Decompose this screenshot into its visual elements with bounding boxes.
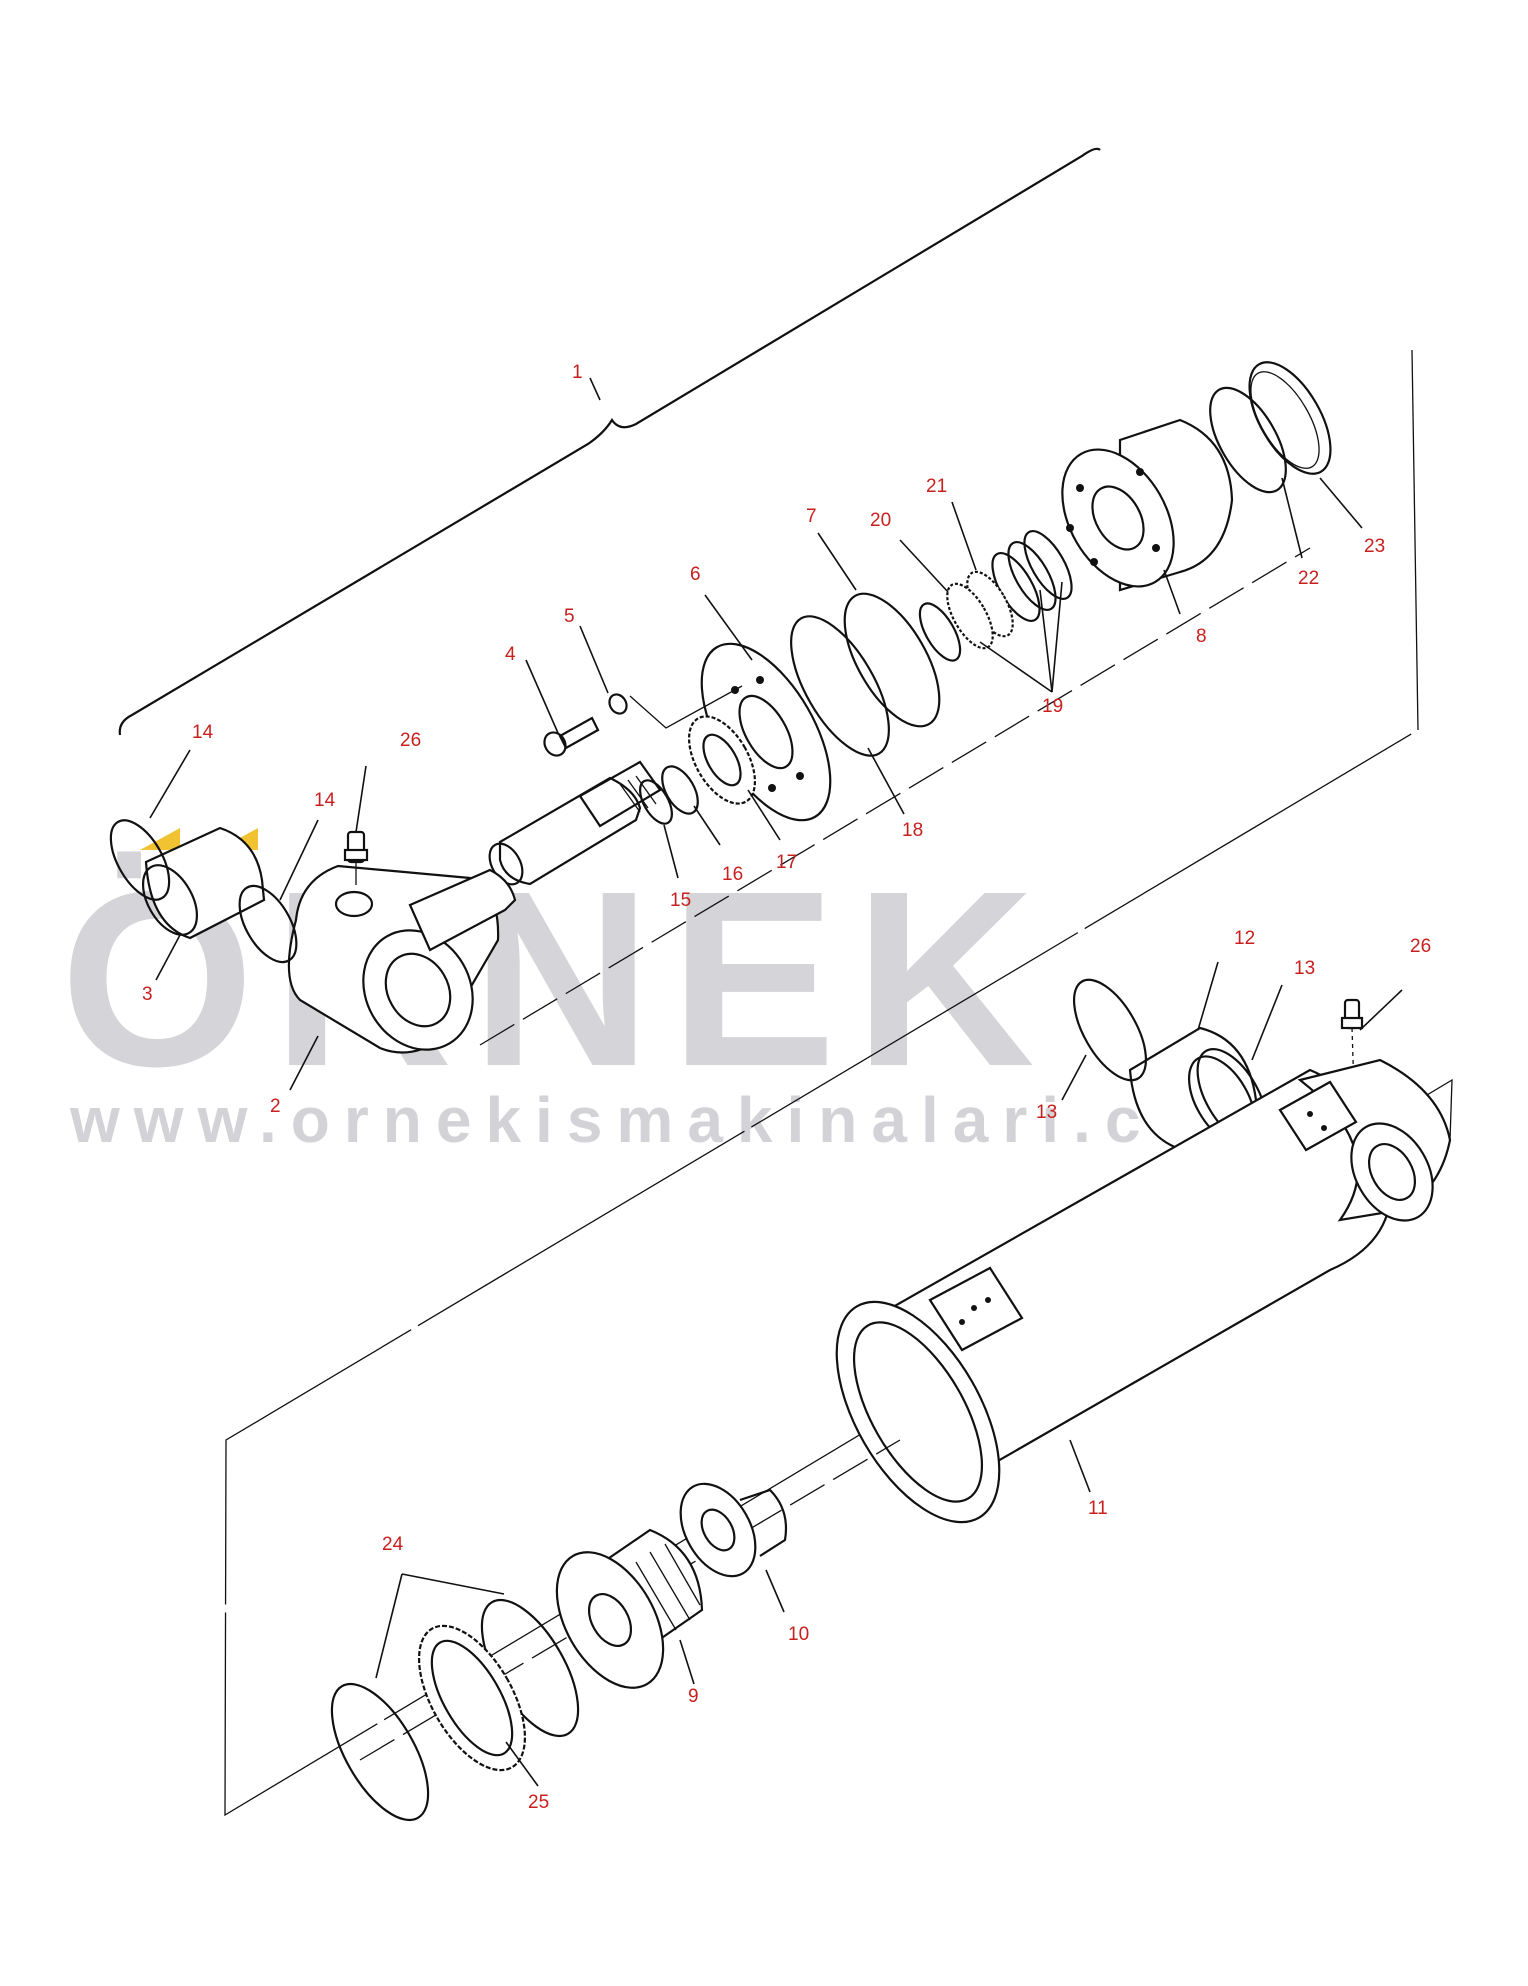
part-8-cylinder-head <box>1061 418 1234 592</box>
label-23: 23 <box>1364 536 1385 557</box>
label-13-right: 13 <box>1294 958 1315 979</box>
label-19: 19 <box>1042 696 1063 717</box>
label-4: 4 <box>505 644 516 665</box>
callout-labels: 1 2 3 4 5 6 7 8 9 10 11 12 13 13 14 14 1… <box>142 362 1431 1813</box>
label-21: 21 <box>926 476 947 497</box>
assembly-bracket <box>118 147 1101 736</box>
label-26-upper: 26 <box>400 730 421 751</box>
part-4-bolt <box>543 716 600 757</box>
label-2: 2 <box>270 1096 281 1117</box>
part-3-bushing-upper <box>141 826 266 940</box>
label-15: 15 <box>670 890 691 911</box>
label-8: 8 <box>1196 626 1207 647</box>
label-14-right: 14 <box>314 790 336 811</box>
label-10: 10 <box>788 1624 809 1645</box>
part-15-16-rings <box>639 765 699 825</box>
label-1: 1 <box>572 362 583 383</box>
part-23-ring <box>1248 361 1332 475</box>
label-18: 18 <box>902 820 923 841</box>
part-26-grease-fitting-upper <box>343 830 369 885</box>
part-14-rings-upper <box>109 819 298 964</box>
label-5: 5 <box>564 606 575 627</box>
part-17-seal <box>687 715 757 805</box>
part-19-21-20-seals <box>918 530 1073 662</box>
label-16: 16 <box>722 864 743 885</box>
part-2-rod-eye <box>287 864 517 1054</box>
part-5-washer <box>608 685 743 729</box>
label-25: 25 <box>528 1792 549 1813</box>
label-12: 12 <box>1234 928 1255 949</box>
part-11-cylinder-tube <box>835 1058 1452 1524</box>
leader-lines <box>149 377 1403 1787</box>
part-24-ring-lower <box>330 1682 430 1822</box>
part-7-18-rings <box>790 592 941 757</box>
piston-rod <box>488 760 662 886</box>
label-26-lower: 26 <box>1410 936 1431 957</box>
label-13-left: 13 <box>1036 1102 1057 1123</box>
section-frame <box>224 349 1453 1817</box>
part-22-ring <box>1209 386 1287 494</box>
label-9: 9 <box>688 1686 699 1707</box>
label-24: 24 <box>382 1534 404 1555</box>
label-7: 7 <box>806 506 817 527</box>
label-11: 11 <box>1088 1498 1108 1519</box>
label-17: 17 <box>776 852 797 873</box>
label-20: 20 <box>870 510 891 531</box>
part-9-piston <box>555 1528 704 1689</box>
label-14-left: 14 <box>192 722 214 743</box>
label-6: 6 <box>690 564 701 585</box>
watermark-accent-left-icon <box>140 828 180 850</box>
part-25-seal <box>417 1624 527 1772</box>
part-10-nut <box>679 1482 788 1578</box>
label-3: 3 <box>142 984 153 1005</box>
label-22: 22 <box>1298 568 1319 589</box>
